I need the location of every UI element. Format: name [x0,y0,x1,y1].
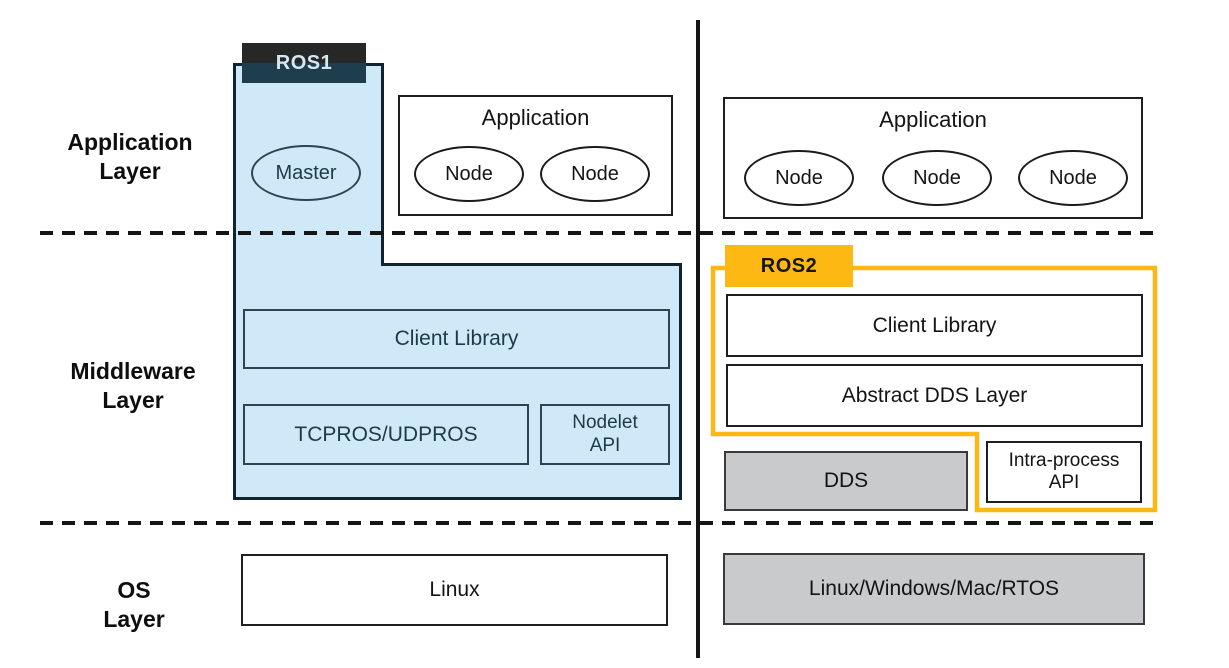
ros2-node-ellipse: Node [882,150,992,206]
application-layer-label-line1: Application [67,129,193,155]
ros1-transport-box: TCPROS/UDPROS [243,404,529,465]
column-divider [696,20,700,658]
ros1-application-title: Application [481,105,590,130]
ros1-client-library-box: Client Library [243,309,670,369]
ros1-nodelet-api-line1: Nodelet [572,412,638,434]
middleware-layer-label-line1: Middleware [70,358,196,384]
ros1-node-ellipse: Node [540,146,650,202]
ros2-tag: ROS2 [725,245,853,287]
ros1-nodelet-api-line2: API [589,434,621,456]
layer-separator-bottom [40,521,1162,525]
os-layer-label-line2: Layer [103,606,165,633]
middleware-layer-label-line2: Layer [102,387,164,414]
ros1-application-box: Application Node Node [398,95,673,216]
ros2-os-box: Linux/Windows/Mac/RTOS [723,553,1145,625]
application-layer-label: Application Layer [30,128,230,187]
ros1-region-step-edge [381,263,682,266]
ros2-application-box: Application Node Node Node [723,97,1143,219]
ros2-client-library-box: Client Library [726,294,1143,357]
ros1-tag: ROS1 [242,43,366,83]
ros2-node-ellipse: Node [1018,150,1128,206]
ros2-abstract-dds-box: Abstract DDS Layer [726,364,1143,427]
ros1-os-box: Linux [241,554,668,626]
middleware-layer-label: Middleware Layer [33,357,233,416]
ros2-dds-box: DDS [724,451,968,511]
ros2-application-title: Application [879,107,987,132]
ros2-node-ellipse: Node [744,150,854,206]
ros1-node-ellipse: Node [414,146,524,202]
os-layer-label-line1: OS [117,577,151,603]
os-layer-label: OS Layer [34,576,234,635]
layer-separator-top [40,231,1162,235]
ros2-intra-process-api-box: Intra-process API [986,441,1142,503]
ros2-intra-process-line1: Intra-process [1008,449,1120,471]
application-layer-label-line2: Layer [99,158,161,185]
ros1-nodelet-api-box: Nodelet API [540,404,670,465]
ros2-intra-process-line2: API [1048,472,1080,493]
ros1-master-ellipse: Master [251,145,361,201]
